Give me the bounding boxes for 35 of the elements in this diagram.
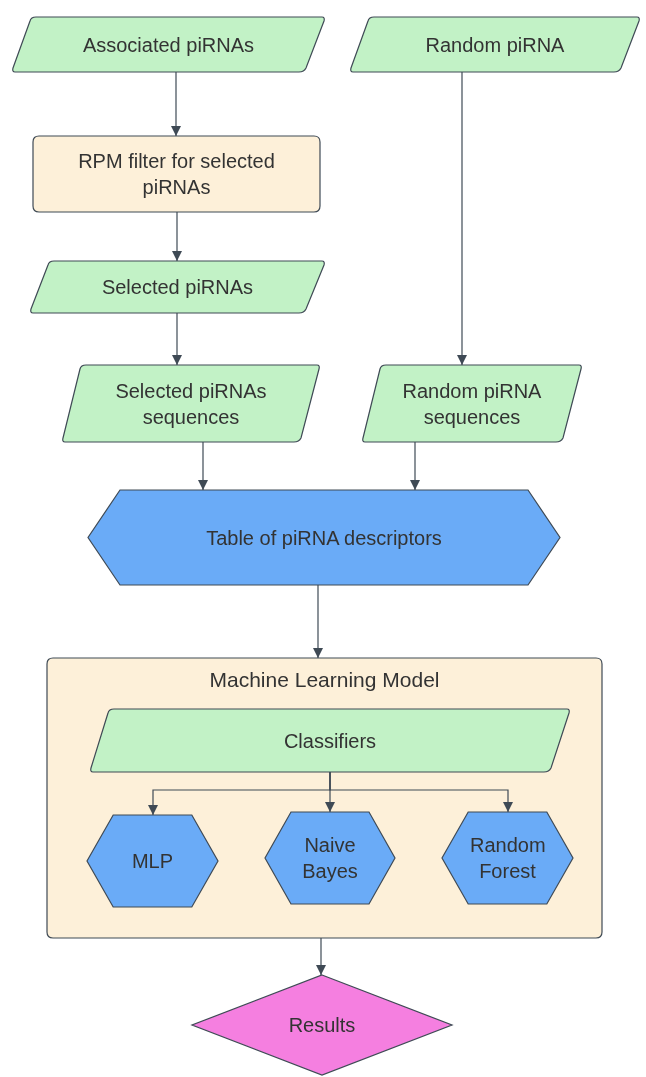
container-heading: Machine Learning Model bbox=[209, 668, 440, 692]
node-label: Random Forest bbox=[470, 833, 545, 884]
preparation-hexagon bbox=[88, 490, 560, 585]
data-parallelogram bbox=[12, 17, 325, 72]
node-label: RPM filter for selected piRNAs bbox=[77, 149, 276, 200]
arrow bbox=[410, 441, 420, 491]
process-box bbox=[33, 136, 320, 212]
arrow bbox=[313, 584, 323, 659]
data-parallelogram bbox=[362, 365, 582, 442]
container-box bbox=[47, 658, 602, 938]
node-label: Results bbox=[287, 1013, 357, 1038]
classifier-hexagon bbox=[265, 812, 395, 904]
node-label: Selected piRNAs bbox=[100, 275, 255, 300]
node-label: Selected piRNAs sequences bbox=[114, 378, 268, 430]
arrow bbox=[172, 211, 182, 262]
node-label: Classifiers bbox=[282, 728, 378, 754]
data-parallelogram bbox=[62, 365, 320, 442]
node-label: Naive Bayes bbox=[301, 833, 359, 884]
classifier-hexagon bbox=[87, 815, 218, 907]
data-parallelogram bbox=[90, 709, 570, 772]
data-parallelogram bbox=[30, 261, 325, 313]
arrow bbox=[198, 441, 208, 491]
data-parallelogram bbox=[350, 17, 640, 72]
arrow bbox=[329, 771, 513, 813]
arrow bbox=[457, 71, 467, 366]
arrow bbox=[316, 937, 326, 976]
arrow bbox=[172, 312, 182, 366]
node-label: Random piRNA sequences bbox=[401, 378, 543, 430]
classifier-hexagon bbox=[442, 812, 573, 904]
decision-diamond bbox=[192, 975, 452, 1075]
node-label: Table of piRNA descriptors bbox=[205, 525, 443, 551]
arrow bbox=[171, 71, 181, 137]
node-label: Associated piRNAs bbox=[81, 32, 256, 58]
node-label: Random piRNA bbox=[424, 32, 566, 58]
node-label: MLP bbox=[130, 849, 175, 874]
